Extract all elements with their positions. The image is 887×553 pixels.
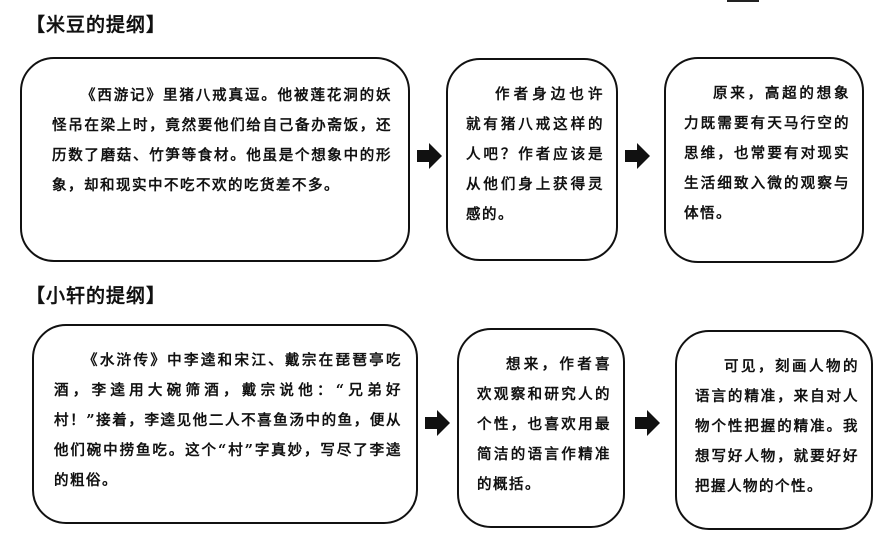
arrow-right-icon (417, 143, 442, 169)
xiaoxuan-box-2-text: 想来，作者喜欢观察和研究人的个性，也喜欢用最简洁的语言作精准的概括。 (477, 356, 611, 493)
arrow-right-icon (625, 143, 650, 169)
arrow-right-icon (425, 410, 450, 436)
arrow-right-icon (635, 410, 660, 436)
xiaoxuan-box-3: 可见，刻画人物的语言的精准，来自对人物个性把握的精准。我想写好人物，就要好好把握… (675, 330, 873, 530)
xiaoxuan-box-1: 《水浒传》中李逵和宋江、戴宗在琵琶亭吃酒，李逵用大碗筛酒，戴宗说他：“兄弟好村！… (32, 324, 418, 524)
section-title-xiaoxuan: 【小轩的提纲】 (26, 285, 167, 307)
midou-box-3-text: 原来，高超的想象力既需要有天马行空的思维，也常要有对现实生活细致入微的观察与体悟… (684, 85, 850, 222)
section-title-midou: 【米豆的提纲】 (26, 14, 167, 36)
xiaoxuan-box-2: 想来，作者喜欢观察和研究人的个性，也喜欢用最简洁的语言作精准的概括。 (457, 328, 625, 528)
xiaoxuan-box-1-text: 《水浒传》中李逵和宋江、戴宗在琵琶亭吃酒，李逵用大碗筛酒，戴宗说他：“兄弟好村！… (54, 352, 402, 489)
midou-box-1: 《西游记》里猪八戒真逗。他被莲花洞的妖怪吊在梁上时，竟然要他们给自己备办斋饭，还… (20, 57, 410, 262)
midou-box-2-text: 作者身边也许就有猪八戒这样的人吧？作者应该是从他们身上获得灵感的。 (466, 86, 604, 223)
xiaoxuan-box-3-text: 可见，刻画人物的语言的精准，来自对人物个性把握的精准。我想写好人物，就要好好把握… (695, 358, 859, 495)
midou-box-2: 作者身边也许就有猪八戒这样的人吧？作者应该是从他们身上获得灵感的。 (446, 58, 618, 261)
midou-box-1-text: 《西游记》里猪八戒真逗。他被莲花洞的妖怪吊在梁上时，竟然要他们给自己备办斋饭，还… (52, 87, 392, 194)
midou-box-3: 原来，高超的想象力既需要有天马行空的思维，也常要有对现实生活细致入微的观察与体悟… (664, 57, 864, 263)
top-edge-line (727, 0, 759, 2)
